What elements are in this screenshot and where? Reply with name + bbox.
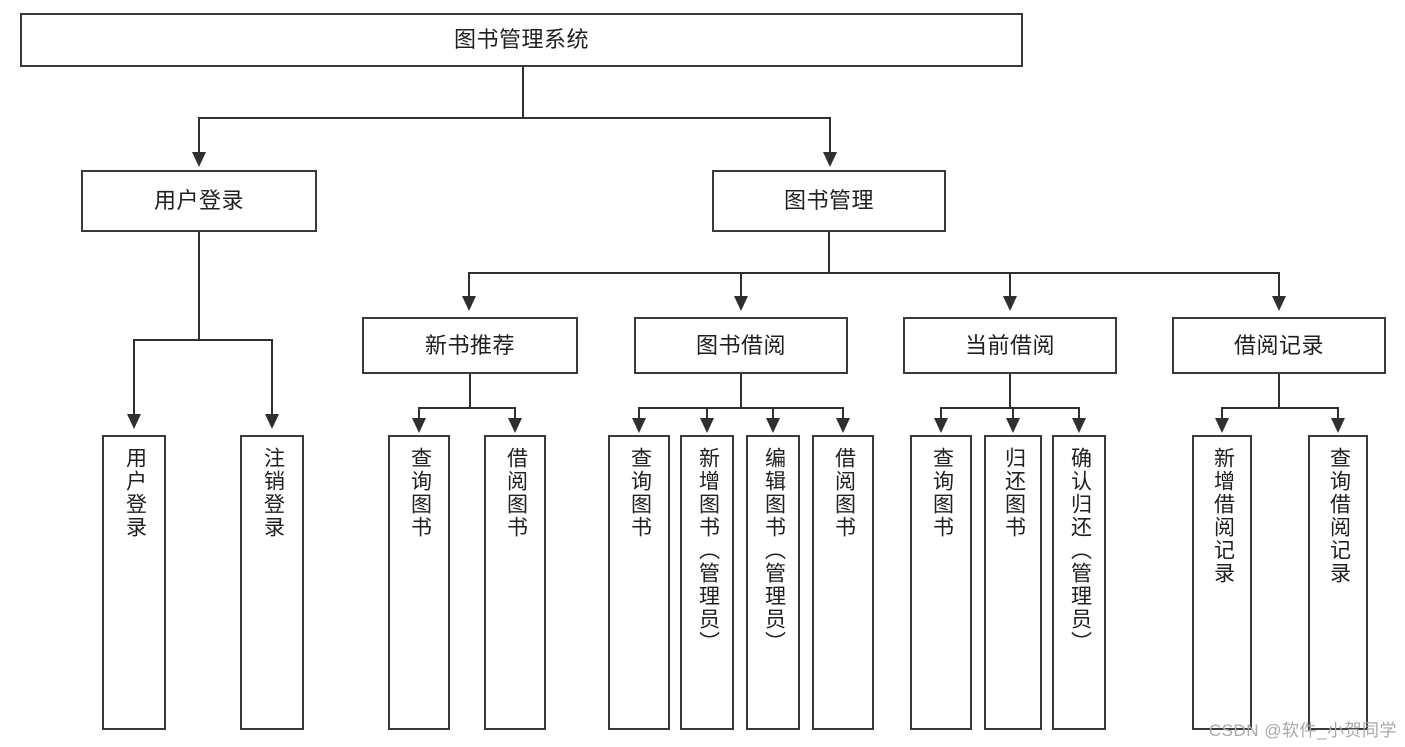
node-leaf-add-book[interactable]: 新增图书（管理员） [680,435,734,730]
arrow-book-borrow-to-edit-book [766,418,780,433]
node-book-borrow-label: 图书借阅 [695,332,786,358]
connector-book-manage-trunk [828,232,830,273]
node-leaf-borrow-book-1[interactable]: 借阅图书 [484,435,546,730]
node-leaf-user-login[interactable]: 用户登录 [102,435,166,730]
node-leaf-return-book-label: 归还图书 [1002,447,1026,539]
arrow-book-manage-to-borrow-record [1272,296,1286,311]
node-leaf-user-logout-label: 注销登录 [261,447,285,539]
connector-root-to-book-manage [829,117,831,155]
node-leaf-query-book-1[interactable]: 查询图书 [388,435,450,730]
arrow-user-login-to-leaf-user-login [127,414,141,429]
connector-current-borrow-to-confirm-return [1078,407,1080,419]
node-leaf-user-login-label: 用户登录 [123,447,147,539]
arrow-current-borrow-to-return-book [1006,418,1020,433]
node-leaf-query-book-2-label: 查询图书 [628,447,652,539]
node-leaf-borrow-book-2[interactable]: 借阅图书 [812,435,874,730]
node-leaf-edit-book-label: 编辑图书（管理员） [762,447,786,654]
node-user-login-label: 用户登录 [153,188,244,214]
node-leaf-add-book-label: 新增图书（管理员） [696,447,720,654]
connector-current-borrow-trunk [1009,374,1011,408]
node-leaf-confirm-return-label: 确认归还（管理员） [1068,447,1092,654]
node-book-manage-label: 图书管理 [783,188,874,214]
connector-user-login-trunk [198,232,200,340]
arrow-root-to-book-manage [823,152,837,167]
node-leaf-query-book-3-label: 查询图书 [930,447,954,539]
connector-user-login-bus [133,339,272,341]
connector-new-book-rec-to-borrow-book [514,407,516,419]
node-leaf-user-logout[interactable]: 注销登录 [240,435,304,730]
node-leaf-query-book-2[interactable]: 查询图书 [608,435,670,730]
node-current-borrow-label: 当前借阅 [964,332,1055,358]
connector-current-borrow-to-query-book [940,407,942,419]
node-user-login[interactable]: 用户登录 [81,170,317,232]
connector-book-manage-to-current-borrow [1009,272,1011,297]
connector-borrow-record-trunk [1278,374,1280,408]
connector-borrow-record-to-query-record [1337,407,1339,419]
arrow-book-manage-to-new-book-rec [462,296,476,311]
connector-book-borrow-to-add-book [706,407,708,419]
connector-book-manage-to-new-book-rec [468,272,470,297]
node-borrow-record-label: 借阅记录 [1233,332,1324,358]
connector-borrow-record-bus [1221,407,1338,409]
connector-book-manage-to-borrow-record [1278,272,1280,297]
node-leaf-confirm-return[interactable]: 确认归还（管理员） [1052,435,1106,730]
connector-book-manage-to-book-borrow [740,272,742,297]
node-root-label: 图书管理系统 [453,27,589,53]
arrow-current-borrow-to-confirm-return [1072,418,1086,433]
node-leaf-query-record-label: 查询借阅记录 [1327,447,1351,585]
node-borrow-record[interactable]: 借阅记录 [1172,317,1386,374]
connector-user-login-to-leaf-user-login [133,339,135,417]
arrow-user-login-to-leaf-user-logout [265,414,279,429]
node-new-book-rec-label: 新书推荐 [424,332,515,358]
arrow-borrow-record-to-query-record [1331,418,1345,433]
node-book-borrow[interactable]: 图书借阅 [634,317,848,374]
connector-root-to-user-login [198,117,200,155]
arrow-book-borrow-to-query-book [632,418,646,433]
connector-current-borrow-to-return-book [1012,407,1014,419]
connector-borrow-record-to-add-record [1221,407,1223,419]
node-leaf-edit-book[interactable]: 编辑图书（管理员） [746,435,800,730]
watermark: CSDN @软件_小贺同学 [1208,721,1397,740]
node-new-book-rec[interactable]: 新书推荐 [362,317,578,374]
connector-book-borrow-trunk [740,374,742,408]
node-book-manage[interactable]: 图书管理 [712,170,946,232]
connector-book-borrow-to-edit-book [772,407,774,419]
arrow-book-manage-to-current-borrow [1003,296,1017,311]
connector-book-manage-bus [468,272,1280,274]
connector-current-borrow-bus [940,407,1079,409]
connector-new-book-rec-trunk [469,374,471,408]
connector-user-login-to-leaf-user-logout [271,339,273,417]
node-leaf-add-record[interactable]: 新增借阅记录 [1192,435,1252,730]
connector-new-book-rec-bus [418,407,515,409]
arrow-book-borrow-to-add-book [700,418,714,433]
connector-book-borrow-bus [638,407,843,409]
arrow-borrow-record-to-add-record [1215,418,1229,433]
node-leaf-query-book-3[interactable]: 查询图书 [910,435,972,730]
node-current-borrow[interactable]: 当前借阅 [903,317,1117,374]
node-leaf-query-record[interactable]: 查询借阅记录 [1308,435,1368,730]
node-leaf-borrow-book-2-label: 借阅图书 [832,447,856,539]
arrow-book-borrow-to-borrow-book [836,418,850,433]
connector-book-borrow-to-borrow-book [842,407,844,419]
arrow-book-manage-to-book-borrow [734,296,748,311]
connector-root-bus [198,117,831,119]
node-root[interactable]: 图书管理系统 [20,13,1023,67]
node-leaf-query-book-1-label: 查询图书 [408,447,432,539]
arrow-root-to-user-login [192,152,206,167]
connector-book-borrow-to-query-book [638,407,640,419]
arrow-new-book-rec-to-borrow-book [508,418,522,433]
connector-root-trunk [522,67,524,118]
arrow-new-book-rec-to-query-book [412,418,426,433]
node-leaf-borrow-book-1-label: 借阅图书 [504,447,528,539]
node-leaf-add-record-label: 新增借阅记录 [1211,447,1235,585]
connector-new-book-rec-to-query-book [418,407,420,419]
arrow-current-borrow-to-query-book [934,418,948,433]
node-leaf-return-book[interactable]: 归还图书 [984,435,1042,730]
